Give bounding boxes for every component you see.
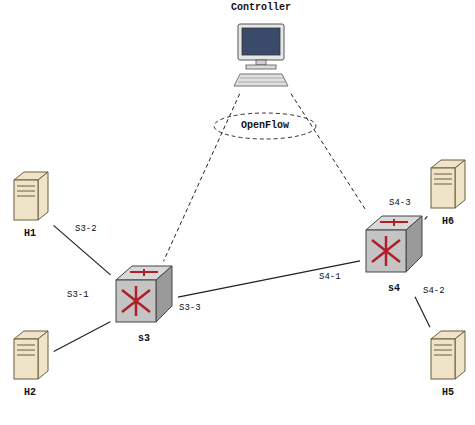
network-link	[54, 322, 110, 352]
port-label: S3-3	[178, 303, 202, 314]
port-label: S4-2	[422, 286, 446, 297]
switch-icon	[116, 216, 422, 322]
host-node: H2	[8, 329, 52, 399]
port-label: S3-1	[66, 290, 90, 301]
port-label: S3-2	[74, 224, 98, 235]
port-label: S4-3	[388, 198, 412, 209]
host-node: H1	[8, 170, 52, 240]
port-label: S4-1	[318, 272, 342, 283]
controller-node: Controller	[222, 2, 300, 92]
host-node: H6	[426, 158, 470, 228]
node-label: H2	[24, 387, 36, 399]
node-label: s4	[388, 283, 400, 295]
network-link	[425, 216, 428, 219]
openflow-ellipse: OpenFlow	[213, 112, 317, 140]
switch-node: s4	[362, 213, 426, 295]
computer-icon	[234, 24, 288, 86]
node-label: Controller	[231, 2, 291, 14]
openflow-link	[163, 94, 239, 261]
network-link	[178, 261, 360, 297]
switch-node: s3	[112, 263, 176, 345]
host-node: H5	[426, 329, 470, 399]
node-label: OpenFlow	[241, 120, 289, 132]
openflow-link	[291, 94, 367, 212]
node-label: H5	[442, 387, 454, 399]
node-label: H1	[24, 228, 36, 240]
node-label: s3	[138, 333, 150, 345]
server-icon	[14, 160, 465, 379]
node-label: H6	[442, 216, 454, 228]
network-link	[415, 297, 430, 327]
